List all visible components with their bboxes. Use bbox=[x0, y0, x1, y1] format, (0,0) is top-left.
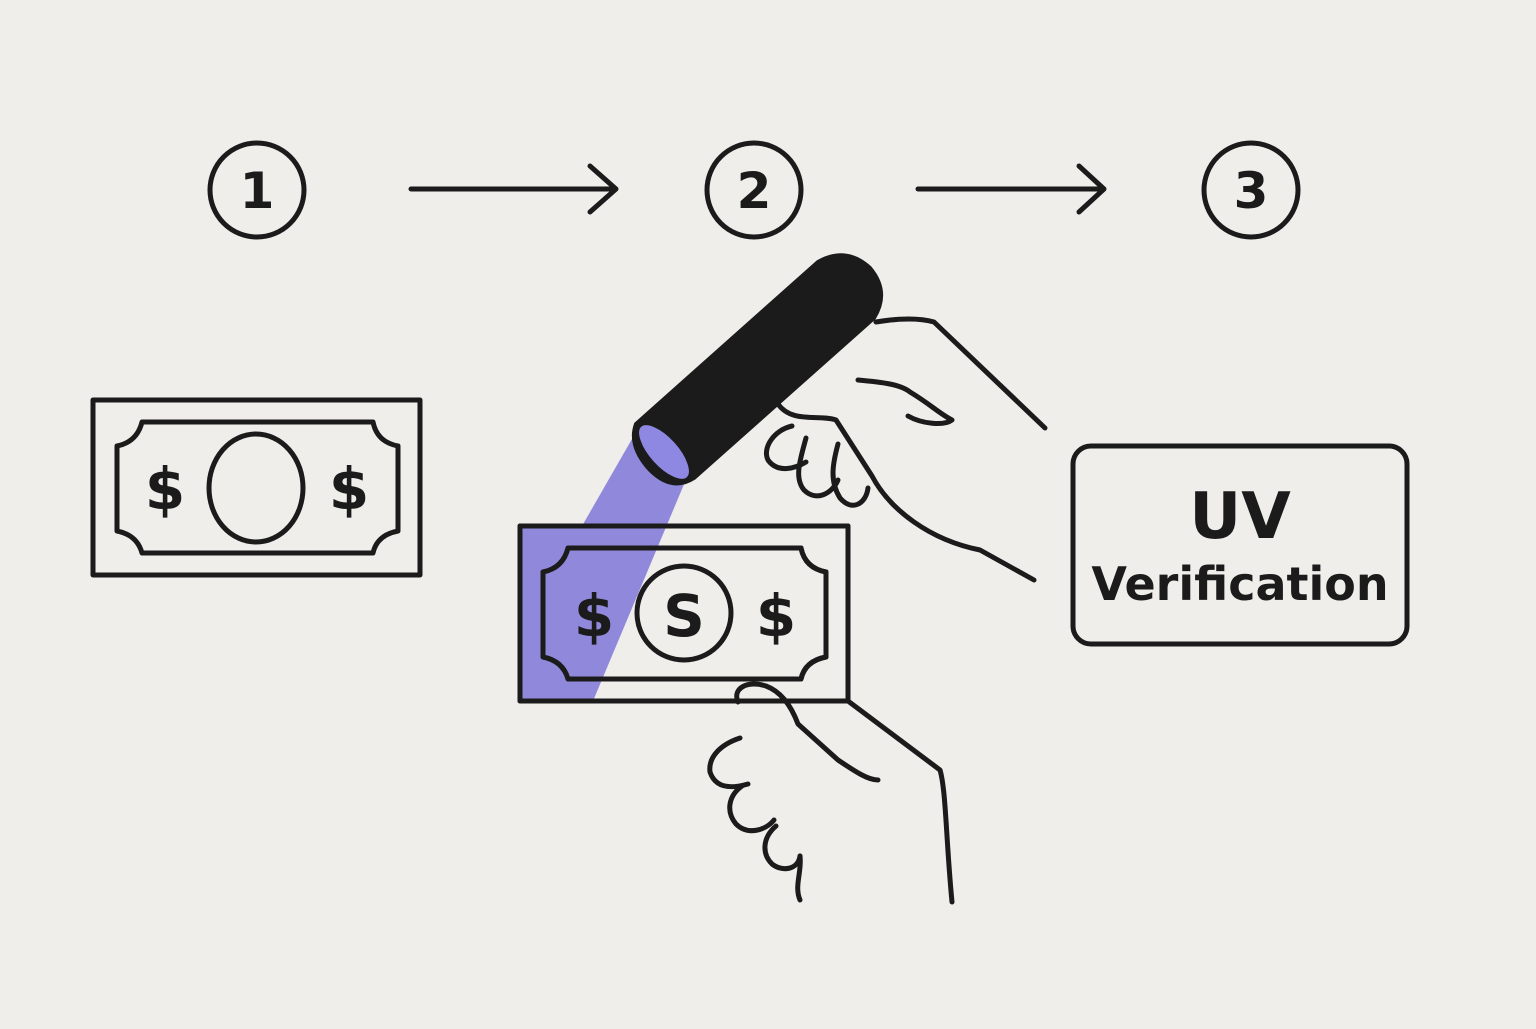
banknote-icon: $ $ bbox=[90, 397, 423, 578]
banknote-icon: $ S $ bbox=[517, 523, 851, 704]
uv-flashlight-icon bbox=[631, 253, 883, 486]
arrow-right-icon bbox=[408, 163, 619, 215]
banknote-portrait-oval bbox=[206, 431, 306, 545]
step-3-number: 3 bbox=[1234, 162, 1269, 220]
step-1-number: 1 bbox=[240, 162, 275, 220]
banknote-left-symbol: $ bbox=[145, 455, 185, 523]
step-3-circle bbox=[1201, 140, 1301, 240]
banknote-center-symbol: S bbox=[663, 582, 705, 650]
hand-icon bbox=[764, 316, 1048, 583]
uv-box-subtitle: Verification bbox=[1091, 557, 1388, 611]
step-1-badge: 1 bbox=[207, 140, 307, 240]
step-1-circle bbox=[207, 140, 307, 240]
banknote-left-symbol: $ bbox=[574, 582, 614, 650]
step-2-circle bbox=[704, 140, 804, 240]
step-2-badge: 2 bbox=[704, 140, 804, 240]
step-3-badge: 3 bbox=[1201, 140, 1301, 240]
banknote-right-symbol: $ bbox=[329, 455, 369, 523]
hand-icon bbox=[707, 681, 955, 905]
uv-box-title: UV bbox=[1189, 480, 1291, 554]
step-2-number: 2 bbox=[737, 162, 772, 220]
banknote-center-seal bbox=[634, 563, 734, 663]
uv-verification-box: UV Verification bbox=[1070, 443, 1410, 647]
banknote-right-symbol: $ bbox=[756, 582, 796, 650]
uv-light-beam bbox=[520, 425, 690, 701]
banknote-inner-border bbox=[114, 419, 401, 556]
arrow-right-icon bbox=[915, 163, 1107, 215]
